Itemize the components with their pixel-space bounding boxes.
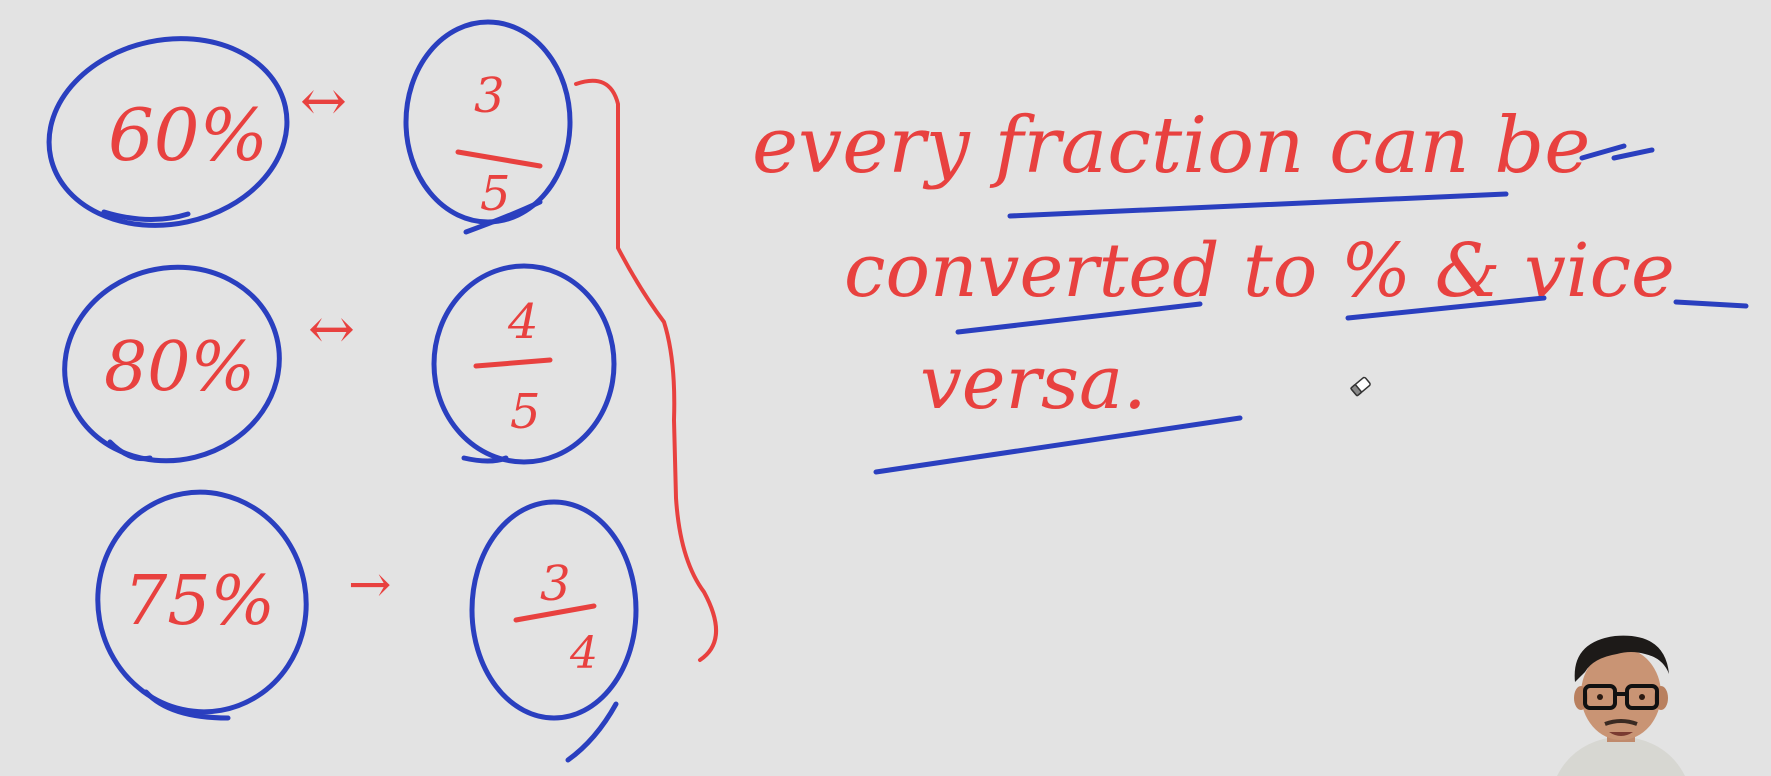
- numerator-1: 3: [474, 68, 505, 124]
- percent-circle-3: [95, 489, 309, 715]
- underline-versa: [873, 415, 1243, 475]
- denominator-2: 5: [510, 384, 541, 440]
- percent-circle-2-tail: [107, 439, 153, 462]
- percent-label-1: 60%: [108, 93, 268, 177]
- underline-fraction-can-be: [1007, 191, 1509, 219]
- fraction-bar-3: [513, 603, 597, 623]
- underline-vice: [1345, 295, 1547, 321]
- note-line-2: converted to % & vice: [844, 228, 1675, 314]
- fraction-bar-2: [473, 357, 553, 369]
- underline-converted: [955, 301, 1203, 335]
- percent-label-3: 75%: [124, 562, 275, 641]
- note-line-3: versa.: [920, 340, 1147, 426]
- fraction-circle-3-tail: [565, 701, 619, 763]
- numerator-3: 3: [540, 556, 571, 612]
- fraction-circle-3: [469, 499, 639, 721]
- arrow-3: →: [348, 555, 392, 615]
- denominator-3: 4: [569, 628, 598, 679]
- fraction-bar-1: [455, 149, 543, 169]
- dash-right: [1673, 299, 1749, 309]
- pen-eraser-cursor-icon: [1350, 376, 1371, 397]
- note-line-1: every fraction can be: [752, 101, 1590, 191]
- pair-row-1: 60% ↔ 3 5: [46, 19, 573, 235]
- percent-circle-2: [62, 264, 282, 464]
- pair-row-2: 80% ↔ 4 5: [62, 263, 617, 465]
- pair-row-3: 75% → 3 4: [95, 489, 639, 763]
- denominator-1: 5: [480, 166, 511, 222]
- numerator-2: 4: [507, 294, 539, 350]
- presenter-webcam: [1545, 628, 1697, 776]
- fraction-circle-2: [431, 263, 617, 465]
- percent-circle-1: [46, 36, 290, 228]
- arrow-2: ↔: [308, 297, 355, 362]
- fraction-circle-1-tail: [463, 199, 543, 235]
- fraction-circle-2-tail: [461, 455, 509, 464]
- dash-mark: [1579, 143, 1655, 161]
- arrow-1: ↔: [300, 69, 347, 134]
- percent-circle-1-tail: [101, 209, 191, 222]
- percent-label-2: 80%: [104, 328, 255, 407]
- presenter-webcam-icon: [1557, 635, 1685, 776]
- grouping-brace: [574, 78, 718, 662]
- percent-circle-3-tail: [143, 689, 231, 721]
- note: every fraction can be converted to % & v…: [752, 101, 1675, 426]
- note-underlines: [873, 143, 1749, 475]
